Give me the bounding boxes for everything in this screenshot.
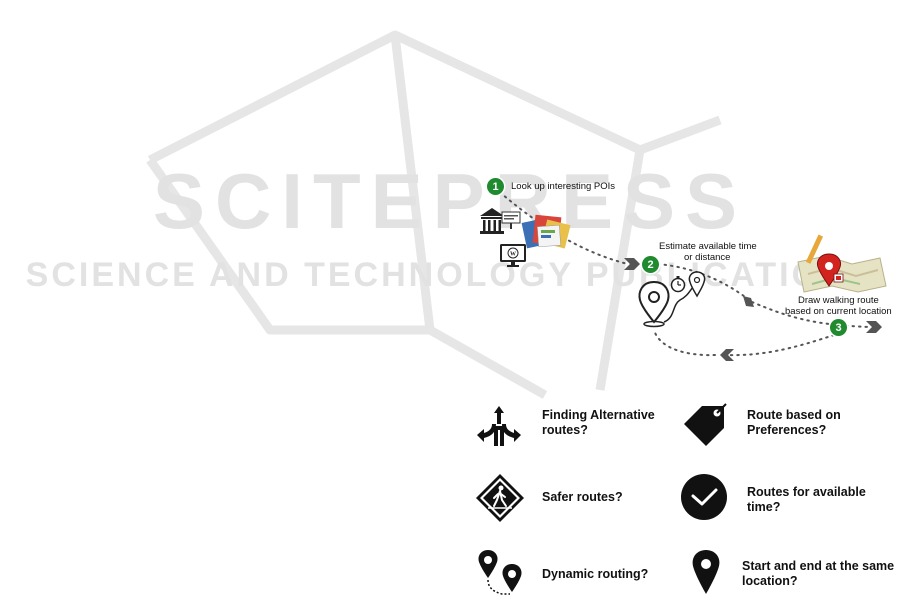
- stopwatch-icon: [670, 276, 686, 293]
- svg-text:W: W: [510, 252, 516, 258]
- route-path-5: [653, 329, 716, 357]
- step-2-badge: 2: [642, 256, 659, 273]
- feature-available-time-line1: Routes for available: [747, 485, 866, 499]
- fork-arrows-icon: [477, 406, 521, 446]
- wikipedia-monitor-icon: W: [500, 244, 526, 267]
- clock-icon: [681, 474, 727, 520]
- visitor-center-sign-icon: [501, 211, 521, 229]
- step-2-label-line1: Estimate available time: [659, 241, 757, 252]
- museum-icon: [480, 208, 504, 234]
- feature-safer-routes: Safer routes?: [542, 490, 623, 504]
- arrow-chevron-icon: [624, 258, 640, 270]
- route-path-4: [725, 332, 841, 357]
- feature-dynamic-routing: Dynamic routing?: [542, 567, 649, 581]
- step-3-label-line2: based on current location: [785, 306, 892, 317]
- route-path-3: [751, 301, 871, 328]
- feature-preferences-line1: Route based on: [747, 408, 841, 422]
- route-path-1: [494, 187, 629, 265]
- location-pin-outline-icon: [638, 280, 670, 328]
- feature-same-location-line1: Start and end at the same: [742, 559, 895, 573]
- watermark-line1: SCITEPRESS: [153, 157, 747, 245]
- tag-icon: [684, 403, 727, 446]
- route-path-2: [657, 263, 753, 303]
- winding-path: [663, 285, 695, 323]
- feature-alternative-routes-line2: routes?: [542, 423, 588, 437]
- map-with-pin-icon: [797, 234, 887, 293]
- step-2-label-line2: or distance: [684, 252, 731, 263]
- step-3-badge: 3: [830, 319, 847, 336]
- step-1-badge: 1: [487, 178, 504, 195]
- feature-available-time-line2: time?: [747, 500, 781, 514]
- step-1-label: Look up interesting POIs: [511, 181, 616, 192]
- arrow-chevron-icon: [743, 296, 754, 307]
- small-pin-icon: [688, 271, 706, 298]
- arrow-chevron-icon: [720, 349, 734, 361]
- watermark-line2: SCIENCE AND TECHNOLOGY PUBLICATIONS: [26, 256, 875, 294]
- feature-alternative-routes-line1: Finding Alternative: [542, 408, 655, 422]
- brochures-icon: [521, 214, 571, 249]
- pedestrian-crossing-icon: [476, 474, 524, 522]
- location-pin-icon: [692, 550, 720, 594]
- step-3-label-line1: Draw walking route: [798, 295, 879, 306]
- feature-same-location-line2: location?: [742, 574, 798, 588]
- arrow-chevron-icon: [866, 321, 882, 333]
- feature-preferences-line2: Preferences?: [747, 423, 827, 437]
- two-pins-icon: [478, 550, 522, 595]
